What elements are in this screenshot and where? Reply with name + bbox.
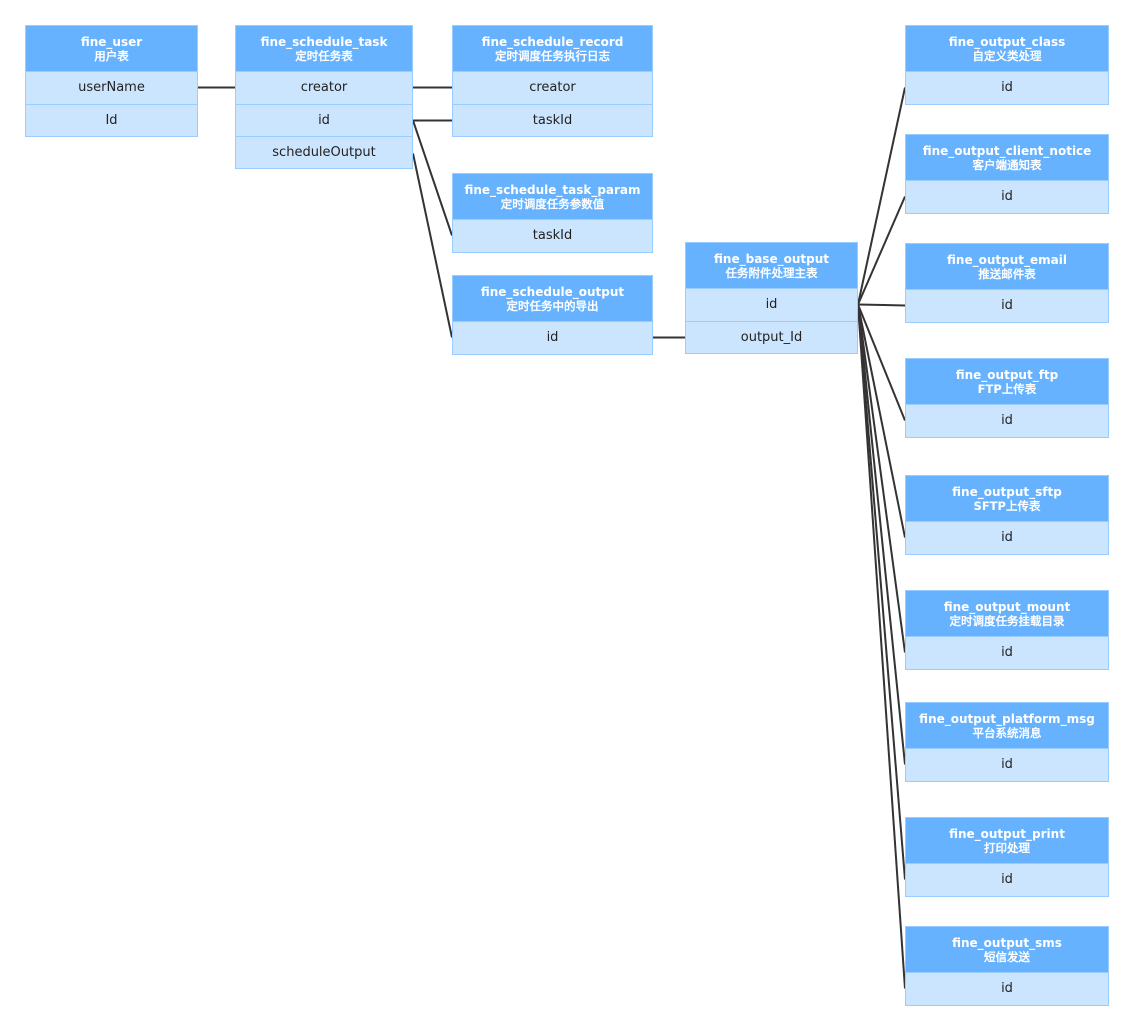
- entity-field[interactable]: id: [1001, 189, 1013, 204]
- entity-title: fine_user: [80, 35, 143, 49]
- entity-subtitle: FTP上传表: [977, 382, 1037, 396]
- entity-title: fine_schedule_task: [260, 35, 388, 49]
- relationship-line: [857, 304, 906, 538]
- entity-field[interactable]: id: [1001, 298, 1013, 313]
- entity-title: fine_schedule_output: [480, 285, 625, 299]
- relationship-line: [412, 120, 453, 236]
- entity-field[interactable]: scheduleOutput: [236, 136, 412, 168]
- entity-title: fine_output_class: [948, 35, 1066, 49]
- entity-title: fine_output_sftp: [952, 485, 1062, 499]
- entity-subtitle: 短信发送: [984, 950, 1030, 964]
- entity-field[interactable]: creator: [300, 80, 348, 95]
- entity-subtitle: 定时调度任务参数值: [500, 197, 605, 211]
- entity-title: fine_output_mount: [943, 600, 1071, 614]
- entity-subtitle: 任务附件处理主表: [725, 266, 818, 280]
- entity-field[interactable]: id: [1001, 645, 1013, 660]
- entity-field[interactable]: userName: [78, 80, 145, 95]
- entity-field[interactable]: taskId: [453, 104, 652, 136]
- entity-subtitle: 平台系统消息: [972, 726, 1042, 740]
- entity-field[interactable]: id: [1001, 413, 1013, 428]
- relationship-line: [857, 304, 906, 653]
- entity-field[interactable]: id: [1001, 757, 1013, 772]
- relationship-line: [857, 196, 906, 305]
- entity-subtitle: 客户端通知表: [972, 158, 1042, 172]
- entity-subtitle: 定时任务中的导出: [506, 299, 599, 313]
- entity-field[interactable]: id: [1001, 80, 1013, 95]
- entity-subtitle: 定时任务表: [295, 49, 353, 63]
- entity-subtitle: 定时调度任务挂载目录: [949, 614, 1065, 628]
- entity-field[interactable]: id: [1001, 530, 1013, 545]
- relationship-line: [857, 303, 906, 307]
- entity-subtitle: SFTP上传表: [973, 499, 1041, 513]
- relationship-line: [857, 304, 906, 989]
- relationship-line: [857, 304, 906, 765]
- entity-field[interactable]: creator: [529, 80, 576, 95]
- entity-field[interactable]: id: [546, 330, 559, 345]
- entity-title: fine_output_sms: [952, 936, 1062, 950]
- entity-subtitle: 定时调度任务执行日志: [495, 49, 610, 63]
- entity-field[interactable]: Id: [26, 104, 197, 136]
- entity-title: fine_schedule_task_param: [464, 183, 641, 197]
- entity-subtitle: 打印处理: [984, 841, 1030, 855]
- entity-subtitle: 自定义类处理: [972, 49, 1042, 63]
- entity-title: fine_base_output: [714, 252, 829, 266]
- entity-field[interactable]: taskId: [532, 228, 573, 243]
- entity-field[interactable]: id: [236, 104, 412, 136]
- entity-title: fine_output_platform_msg: [919, 712, 1095, 726]
- entity-title: fine_output_print: [949, 827, 1065, 841]
- entity-title: fine_output_client_notice: [922, 144, 1092, 158]
- relationship-line: [857, 87, 906, 305]
- entity-field[interactable]: id: [1001, 981, 1013, 996]
- entity-title: fine_schedule_record: [481, 35, 624, 49]
- entity-title: fine_output_email: [947, 253, 1067, 267]
- entity-title: fine_output_ftp: [955, 368, 1059, 382]
- entity-field[interactable]: id: [765, 297, 778, 312]
- entity-subtitle: 用户表: [94, 49, 129, 63]
- entity-field[interactable]: id: [1001, 872, 1013, 887]
- entity-field[interactable]: output_Id: [686, 321, 857, 353]
- relationship-line: [857, 304, 906, 421]
- relationship-line: [412, 153, 453, 338]
- entity-subtitle: 推送邮件表: [978, 267, 1036, 281]
- relationship-line: [857, 304, 906, 880]
